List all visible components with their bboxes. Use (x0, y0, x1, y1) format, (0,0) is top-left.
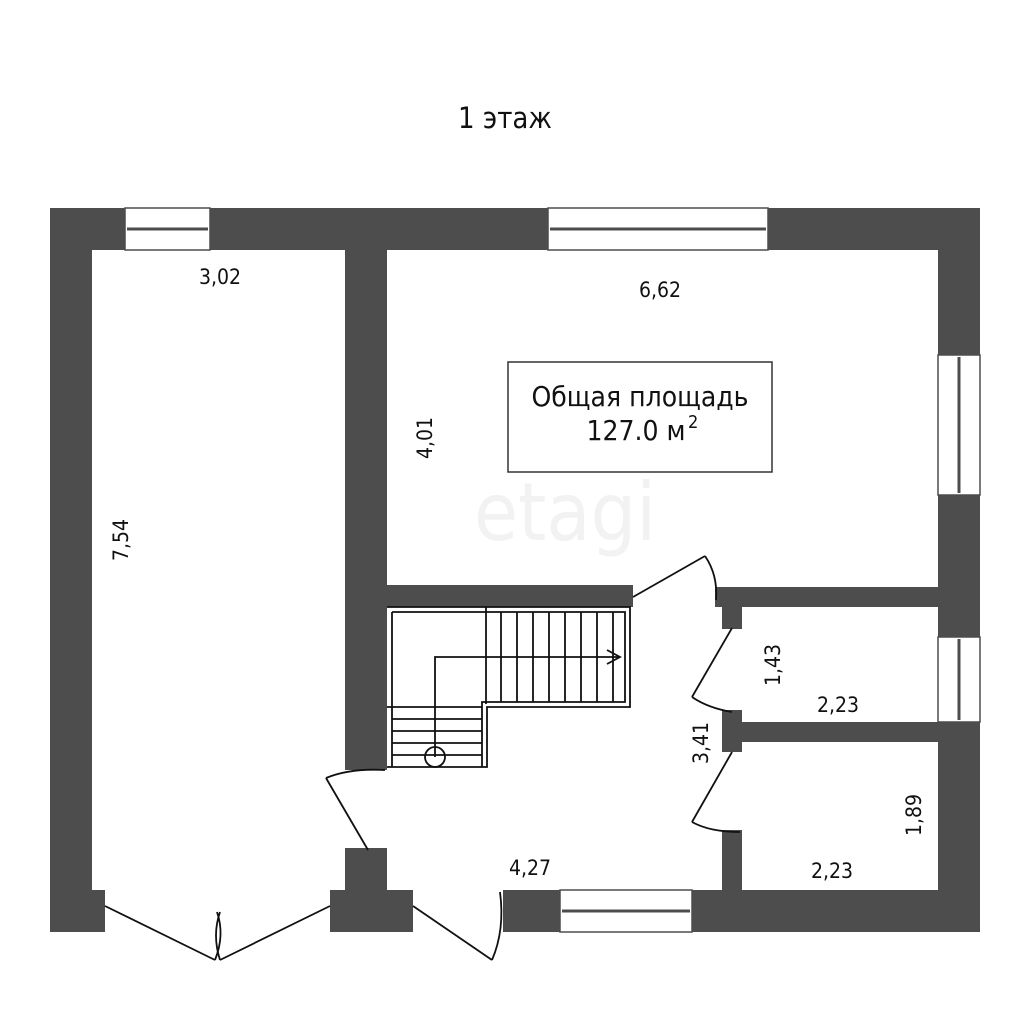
dim-small-room2-length: 1,89 (902, 794, 926, 836)
wall-small-room1-top (715, 587, 938, 607)
staircase (387, 606, 631, 768)
windows (124, 207, 981, 933)
dim-small-room2-width: 2,23 (811, 859, 853, 883)
wall-bottom-left (50, 890, 105, 932)
dim-main-room-length: 4,01 (413, 417, 437, 459)
dim-main-room-width: 6,62 (639, 278, 681, 302)
stair-direction-line (434, 656, 620, 757)
doors (104, 555, 741, 961)
area-label: Общая площадь (531, 380, 748, 413)
dim-hall-length: 3,41 (689, 722, 713, 764)
stair-start-icon (424, 746, 446, 768)
dim-hall-width: 4,27 (509, 856, 551, 880)
stair-treads (392, 612, 614, 756)
area-value: 127.0 м (586, 414, 685, 447)
arrow-icon (606, 649, 622, 665)
area-unit-superscript: 2 (688, 412, 698, 433)
watermark: etagi (474, 466, 656, 559)
area-box: Общая площадь 127.0 м 2 (507, 361, 773, 473)
dim-small-room1-width: 2,23 (817, 693, 859, 717)
wall-pier3 (722, 830, 742, 892)
floor-title: 1 этаж (458, 101, 552, 135)
walls (50, 208, 980, 932)
wall-small-room2-top (722, 722, 938, 742)
wall-interior-vertical (345, 250, 387, 770)
dimension-labels: 3,02 7,54 6,62 4,01 4,27 3,41 1,43 2,23 … (109, 265, 926, 883)
wall-pier1 (722, 587, 742, 629)
dim-left-room-length: 7,54 (109, 519, 133, 561)
wall-stub (345, 848, 387, 893)
wall-interior-horizontal (387, 585, 633, 607)
dim-left-room-width: 3,02 (199, 265, 241, 289)
dim-small-room1-length: 1,43 (761, 644, 785, 686)
wall-left (50, 208, 92, 932)
wall-bottom-pier (330, 890, 413, 932)
wall-right (938, 208, 980, 932)
